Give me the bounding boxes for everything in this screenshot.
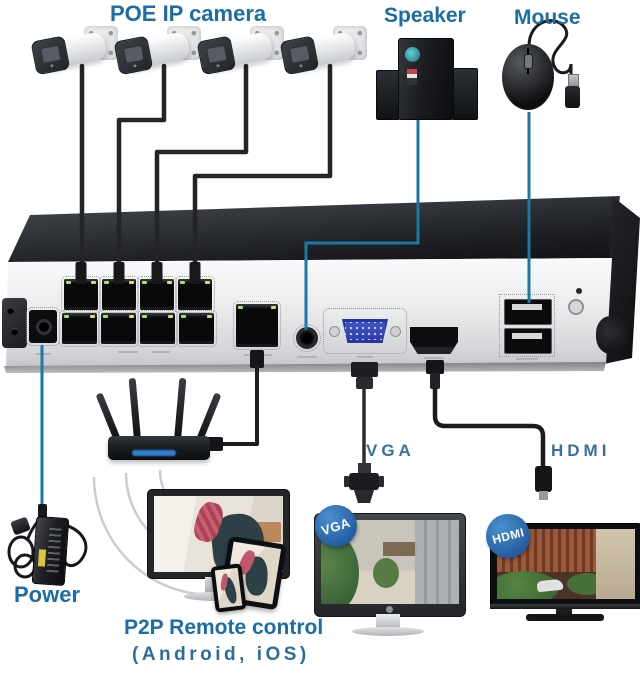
usb-port-1 — [504, 299, 552, 325]
power-adapter-icon — [31, 515, 70, 587]
router-antenna — [128, 377, 141, 441]
nvr-bottom-shadow — [4, 362, 606, 373]
port-silkscreen-mark — [152, 351, 170, 353]
poe-ip-camera-label: POE IP camera — [110, 1, 267, 26]
port-silkscreen-mark — [118, 351, 138, 353]
speaker-subwoofer — [398, 38, 454, 120]
poe-camera-2 — [113, 26, 207, 82]
p2p-subtitle-label: (Android, iOS) — [132, 644, 310, 665]
panel-screw — [568, 299, 584, 315]
vga-port — [323, 308, 407, 354]
lan-plug — [250, 350, 264, 368]
camera-lens-icon — [113, 35, 154, 76]
poe-port-3 — [137, 276, 177, 313]
port-silkscreen-mark — [357, 356, 373, 358]
nvr-mount-ear-left — [2, 298, 27, 348]
vga-monitor-screen — [321, 520, 459, 604]
vga-cable-label: VGA — [366, 441, 415, 460]
phone-icon — [210, 563, 247, 613]
router-antenna — [174, 377, 187, 441]
dc-plug — [38, 504, 47, 518]
reset-pinhole — [576, 288, 582, 294]
tv-stand-neck — [556, 609, 572, 615]
hdmi-badge-label: HDMI — [490, 525, 526, 547]
poe-port-4 — [175, 276, 215, 313]
camera-body — [279, 30, 358, 76]
poe-port-2 — [99, 276, 139, 313]
port-silkscreen-mark — [297, 356, 317, 358]
usb-connector-body — [565, 86, 580, 108]
nvr-dc-power-jack — [26, 307, 60, 346]
tv-stand-base — [526, 614, 604, 621]
poe-port-7 — [137, 310, 178, 347]
poe-camera-3 — [196, 26, 290, 82]
nvr-mount-ear-right — [596, 316, 628, 354]
screen-plant — [373, 558, 399, 588]
hdmi-cable — [426, 360, 552, 500]
mouse-scroll-wheel — [524, 54, 533, 69]
poe-port-1 — [61, 276, 101, 313]
blue-connection-lines — [40, 112, 531, 506]
camera-body — [30, 30, 109, 76]
vga-dsub-connector — [342, 319, 388, 343]
speaker-satellite-right — [452, 68, 478, 120]
vga-monitor-neck — [376, 614, 400, 629]
vga-cable — [344, 362, 384, 503]
camera-lens-icon — [30, 35, 71, 76]
vga-badge-label: VGA — [319, 514, 353, 538]
speaker-icon — [374, 38, 478, 122]
wifi-router-icon — [95, 372, 222, 462]
camera-body — [113, 30, 192, 76]
port-silkscreen-mark — [516, 358, 538, 360]
vga-monitor-base — [352, 627, 424, 636]
audio-out-jack — [293, 324, 321, 352]
camera-body — [196, 30, 275, 76]
hdmi-badge: HDMI — [486, 514, 530, 558]
poe-port-6 — [98, 310, 139, 347]
usb-port-2 — [504, 328, 552, 354]
hdmi-port — [410, 327, 458, 354]
screen-cabinet — [383, 542, 417, 556]
poe-camera-1 — [30, 26, 124, 82]
router-body — [108, 436, 210, 460]
poe-camera-4 — [279, 26, 373, 82]
hdmi-cable-label: HDMI — [551, 441, 611, 460]
vga-badge: VGA — [315, 505, 357, 547]
rj45-plugs — [75, 262, 201, 284]
poe-port-8 — [176, 310, 217, 347]
lan-port — [233, 301, 281, 350]
screen-lounge-chair — [536, 578, 564, 593]
power-label: Power — [14, 582, 81, 607]
camera-lens-icon — [196, 35, 237, 76]
mouse-cable — [527, 19, 573, 76]
p2p-title-label: P2P Remote control — [124, 616, 324, 639]
camera-lens-icon — [279, 35, 320, 76]
tv-bottom-bezel — [490, 604, 640, 609]
speaker-label: Speaker — [384, 4, 466, 27]
speaker-satellite-left — [376, 70, 400, 120]
screen-plants — [567, 573, 607, 595]
port-silkscreen-mark — [424, 357, 444, 359]
phone-screen — [214, 567, 243, 609]
camera-cables — [79, 63, 333, 273]
mouse-label: Mouse — [514, 6, 581, 29]
lan-cable — [222, 366, 259, 446]
router-plug — [206, 437, 223, 451]
poe-port-5 — [59, 310, 100, 347]
